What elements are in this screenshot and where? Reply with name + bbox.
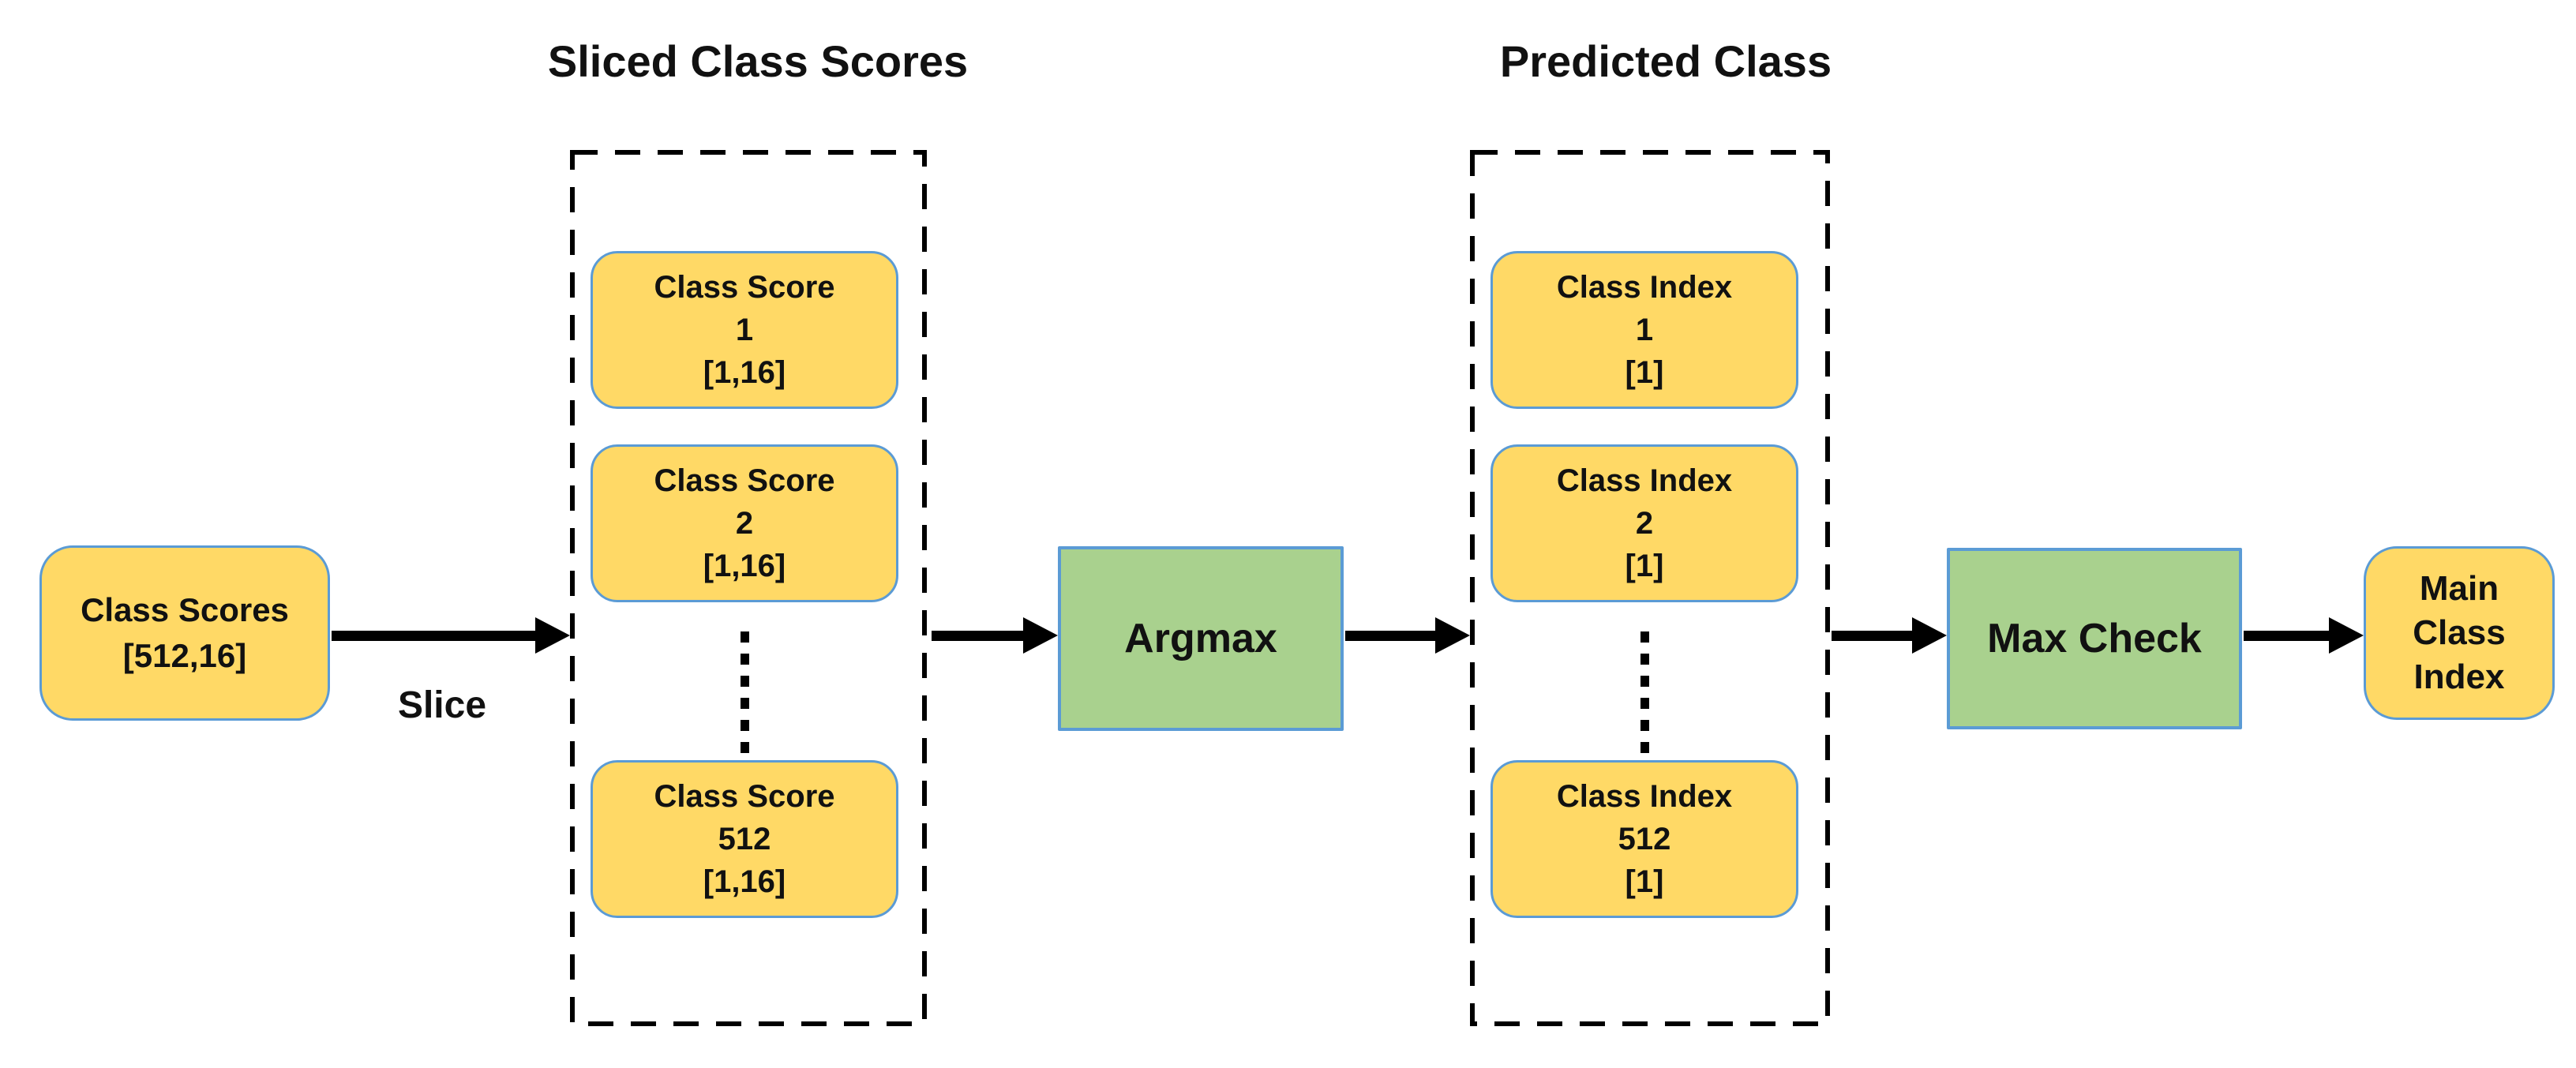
arrow-shaft (1345, 630, 1435, 641)
arrow-head-icon (1912, 617, 1947, 654)
arrow-head-icon (1023, 617, 1058, 654)
vertical-ellipsis-icon (1640, 631, 1649, 753)
max-check-label: Max Check (1987, 616, 2202, 661)
arrow-to-argmax (932, 616, 1058, 654)
class-score-2-node: Class Score 2 [1,16] (591, 444, 898, 602)
class-index-512-node: Class Index 512 [1] (1490, 760, 1798, 918)
argmax-label: Argmax (1124, 616, 1277, 661)
class-score-1-label: Class Score 1 [1,16] (654, 270, 835, 390)
class-scores-label: Class Scores [512,16] (81, 591, 289, 674)
predicted-class-group: Class Index 1 [1] Class Index 2 [1] Clas… (1470, 150, 1830, 1026)
class-score-1-node: Class Score 1 [1,16] (591, 251, 898, 409)
arrow-argmax-to-predicted (1345, 616, 1470, 654)
arrow-shaft (2244, 630, 2329, 641)
dot (1640, 720, 1649, 731)
dot (741, 631, 749, 643)
class-index-1-node: Class Index 1 [1] (1490, 251, 1798, 409)
max-check-node: Max Check (1947, 548, 2242, 729)
class-index-1-label: Class Index 1 [1] (1556, 270, 1733, 390)
arrow-to-max-check (1832, 616, 1947, 654)
dot (1640, 742, 1649, 753)
dot (741, 720, 749, 731)
arrow-shaft (932, 630, 1023, 641)
dot (741, 698, 749, 709)
dot (1640, 698, 1649, 709)
arrow-head-icon (535, 617, 570, 654)
predicted-class-title: Predicted Class (1499, 36, 1832, 86)
class-score-512-label: Class Score 512 [1,16] (654, 779, 835, 899)
dot (741, 676, 749, 687)
slice-arrow (332, 616, 570, 654)
arrow-shaft (332, 630, 535, 641)
class-index-512-label: Class Index 512 [1] (1556, 779, 1733, 899)
arrow-to-main-class-index (2244, 616, 2364, 654)
class-score-512-node: Class Score 512 [1,16] (591, 760, 898, 918)
class-scores-node: Class Scores [512,16] (39, 545, 330, 721)
slice-arrow-label: Slice (397, 684, 487, 726)
dot (1640, 631, 1649, 643)
main-class-index-node: Main Class Index (2364, 546, 2555, 720)
dot (741, 654, 749, 665)
dot (1640, 676, 1649, 687)
class-index-2-label: Class Index 2 [1] (1556, 463, 1733, 583)
dashed-border-icon (1470, 150, 1830, 1026)
dashed-border-icon (570, 150, 927, 1026)
class-score-2-label: Class Score 2 [1,16] (654, 463, 835, 583)
main-class-index-label: Main Class Index (2413, 569, 2506, 696)
sliced-class-scores-title: Sliced Class Scores (547, 36, 969, 86)
argmax-node: Argmax (1058, 546, 1344, 731)
dot (741, 742, 749, 753)
dot (1640, 654, 1649, 665)
vertical-ellipsis-icon (741, 631, 749, 753)
arrow-head-icon (1435, 617, 1470, 654)
class-index-2-node: Class Index 2 [1] (1490, 444, 1798, 602)
arrow-shaft (1832, 630, 1912, 641)
sliced-class-scores-group: Class Score 1 [1,16] Class Score 2 [1,16… (570, 150, 927, 1026)
arrow-head-icon (2329, 617, 2364, 654)
